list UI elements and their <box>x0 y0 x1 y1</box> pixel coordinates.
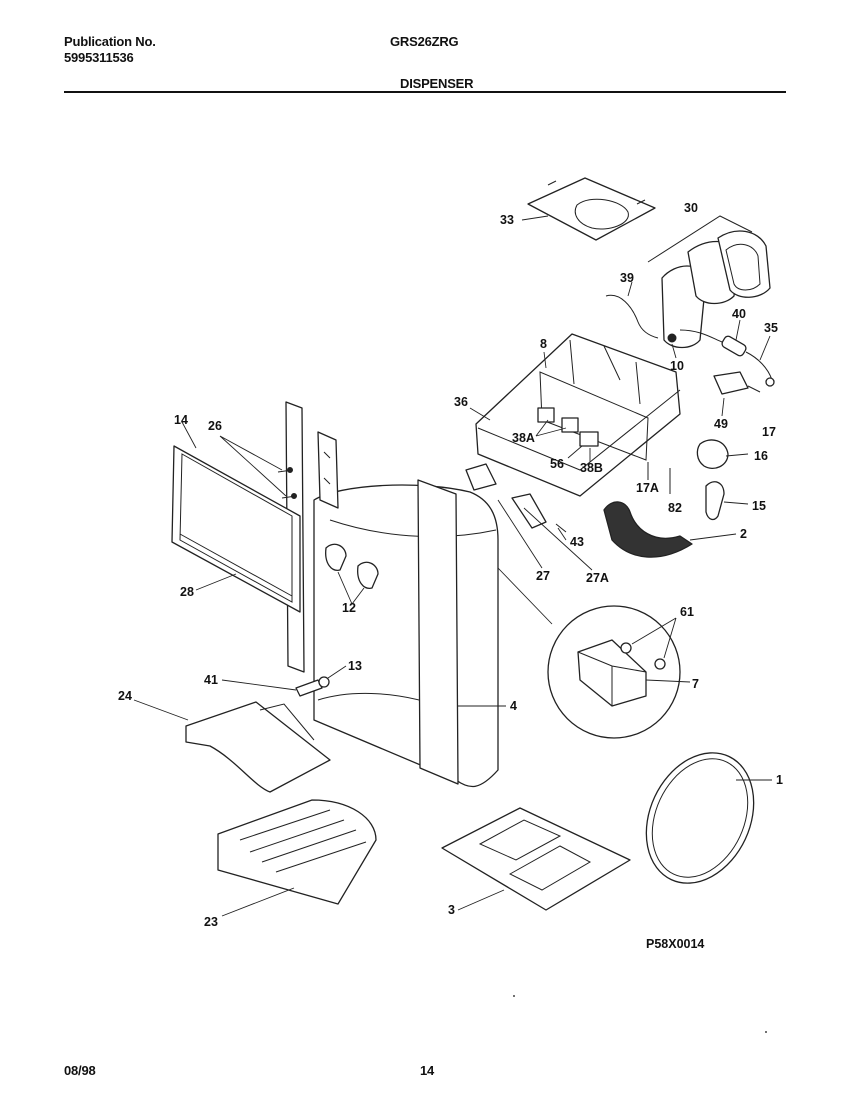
part-3-heater-pad <box>441 807 631 911</box>
detail-switch-circle <box>547 605 681 739</box>
part-8-housing <box>475 333 681 497</box>
callout-12: 12 <box>342 601 356 615</box>
part-12-clips <box>325 543 379 589</box>
part-4-cabinet <box>285 401 499 788</box>
callout-10: 10 <box>670 359 684 373</box>
part-16-lamp-socket <box>696 439 729 469</box>
scan-speck <box>513 995 515 997</box>
callout-24: 24 <box>118 689 132 703</box>
part-33-cover-plate <box>527 177 656 241</box>
callout-15: 15 <box>752 499 766 513</box>
callout-2: 2 <box>740 527 747 541</box>
part-24-tray <box>185 701 331 793</box>
header-rule <box>64 91 786 93</box>
part-40-solenoid <box>679 329 747 357</box>
callout-38b: 38B <box>580 461 603 475</box>
part-38a-clips <box>537 407 599 447</box>
callout-14: 14 <box>174 413 188 427</box>
callout-3: 3 <box>448 903 455 917</box>
callout-27a: 27A <box>586 571 609 585</box>
callout-36: 36 <box>454 395 468 409</box>
callout-16: 16 <box>754 449 768 463</box>
part-26-screws <box>277 467 297 499</box>
part-35-wire-harness <box>745 351 775 387</box>
publication-number: 5995311536 <box>64 50 134 65</box>
callout-56: 56 <box>550 457 564 471</box>
callout-61: 61 <box>680 605 694 619</box>
callout-27: 27 <box>536 569 550 583</box>
callout-1: 1 <box>776 773 783 787</box>
part-39-spring <box>605 294 659 339</box>
part-27-actuator <box>465 463 497 491</box>
callout-26: 26 <box>208 419 222 433</box>
callout-7: 7 <box>692 677 699 691</box>
callout-38a: 38A <box>512 431 535 445</box>
diagram-code: P58X0014 <box>646 937 704 951</box>
part-28-trim <box>179 533 293 597</box>
section-title: DISPENSER <box>400 76 474 91</box>
callout-33: 33 <box>500 213 514 227</box>
callout-8: 8 <box>540 337 547 351</box>
callout-49: 49 <box>714 417 728 431</box>
part-13-washer <box>318 676 330 688</box>
callout-43: 43 <box>570 535 584 549</box>
callout-13: 13 <box>348 659 362 673</box>
callout-30: 30 <box>684 201 698 215</box>
part-14-front-panel <box>171 445 301 613</box>
part-30-ice-chute <box>647 215 771 349</box>
publication-label: Publication No. <box>64 34 156 49</box>
part-49-switch <box>713 371 749 395</box>
callout-82: 82 <box>668 501 682 515</box>
callout-41: 41 <box>204 673 218 687</box>
callout-40: 40 <box>732 307 746 321</box>
part-27a-lever <box>511 493 547 529</box>
callout-labels: 33 30 39 40 35 10 8 36 38A 56 38B 49 17 … <box>118 201 783 929</box>
callout-23: 23 <box>204 915 218 929</box>
footer-page-number: 14 <box>420 1063 435 1078</box>
part-43-screw <box>555 523 567 533</box>
part-23-grille <box>217 799 377 905</box>
part-15-bulb <box>705 481 725 521</box>
part-10-bushing <box>667 333 677 343</box>
footer-date: 08/98 <box>64 1063 96 1078</box>
part-2-harness <box>603 501 693 558</box>
part-17-screw <box>747 385 761 393</box>
part-1-tube-ring <box>645 752 755 884</box>
model-number: GRS26ZRG <box>390 34 459 49</box>
leader-lines <box>133 215 772 917</box>
callout-4: 4 <box>510 699 517 713</box>
callout-39: 39 <box>620 271 634 285</box>
callout-17: 17 <box>762 425 776 439</box>
callout-28: 28 <box>180 585 194 599</box>
scan-speck <box>765 1031 767 1033</box>
callout-17a: 17A <box>636 481 659 495</box>
callout-35: 35 <box>764 321 778 335</box>
part-41-spring <box>295 679 323 697</box>
